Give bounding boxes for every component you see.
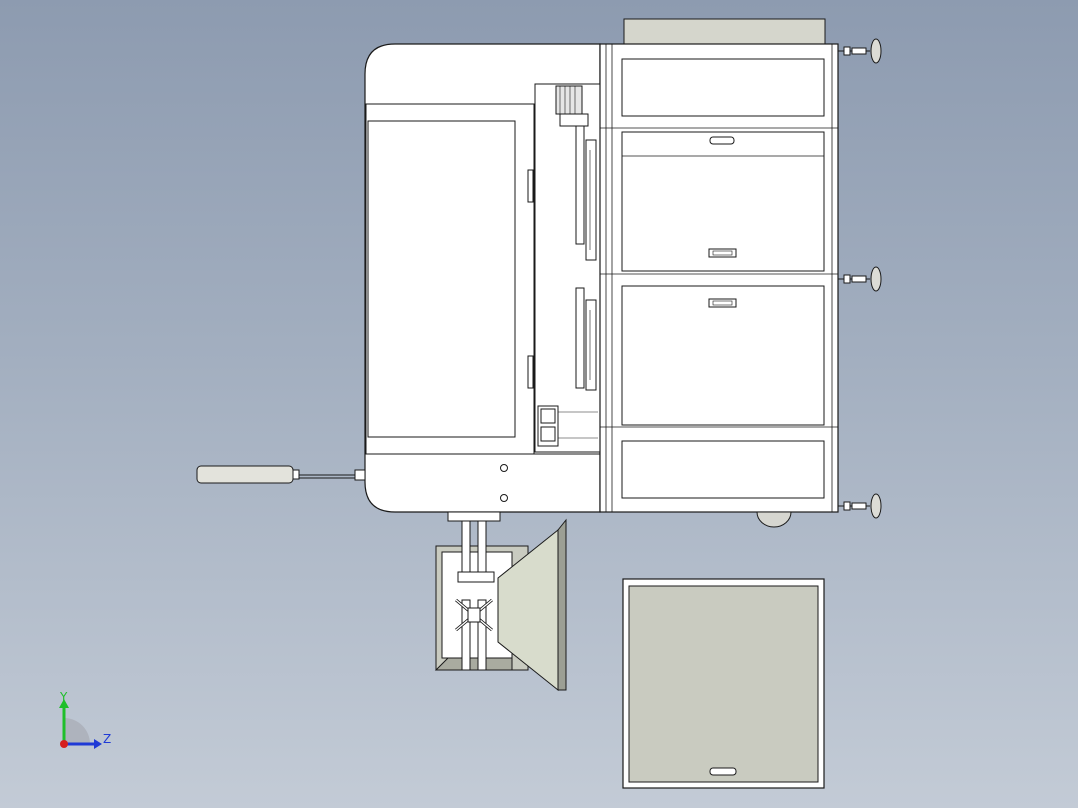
bolt-upper [500, 464, 508, 472]
side-handle[interactable] [196, 465, 366, 484]
window-latch-bottom[interactable] [527, 355, 534, 389]
drawer-top[interactable] [621, 58, 825, 117]
leveling-foot-bottom[interactable] [838, 493, 882, 519]
mechanism-column [534, 83, 601, 453]
leveling-foot-middle[interactable] [838, 266, 882, 292]
top-lid-plate [623, 18, 826, 46]
removable-tray[interactable] [622, 578, 825, 789]
tray-handle[interactable] [709, 767, 737, 776]
bolt-lower [500, 494, 508, 502]
z-axis-label: Z [103, 732, 111, 746]
window-latch-top[interactable] [527, 169, 534, 203]
hopper-funnel[interactable] [434, 511, 567, 692]
drawer-bottom[interactable] [621, 440, 825, 499]
drawer-upper[interactable] [621, 131, 825, 272]
caster-wheel [756, 511, 792, 528]
leveling-foot-top[interactable] [838, 38, 882, 64]
orientation-triad: Y Z [59, 690, 111, 749]
drawer-cabinet [599, 43, 839, 513]
drawer-lower[interactable] [621, 285, 825, 426]
y-axis-label: Y [59, 690, 68, 704]
triad-plane-icon [64, 718, 90, 744]
drawer-upper-handle-top[interactable] [709, 136, 735, 145]
x-axis-origin [60, 740, 68, 748]
